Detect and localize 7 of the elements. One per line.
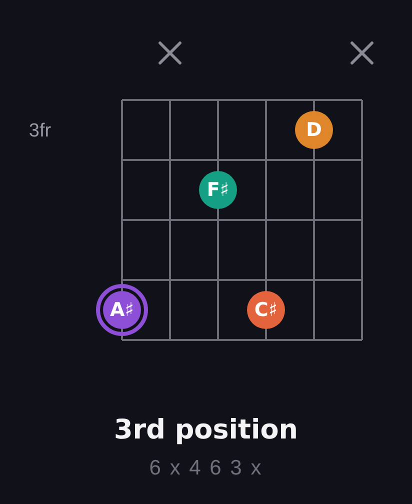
note-dot: C♯ <box>247 291 285 329</box>
note-dot: F♯ <box>199 171 237 209</box>
root-note-dot: A♯ <box>96 284 148 336</box>
heading: 3rd position <box>114 416 298 444</box>
fret-number-label: 3fr <box>28 122 52 140</box>
fingering-text: 6 x 4 6 3 x <box>149 458 263 478</box>
note-dot: D <box>295 111 333 149</box>
